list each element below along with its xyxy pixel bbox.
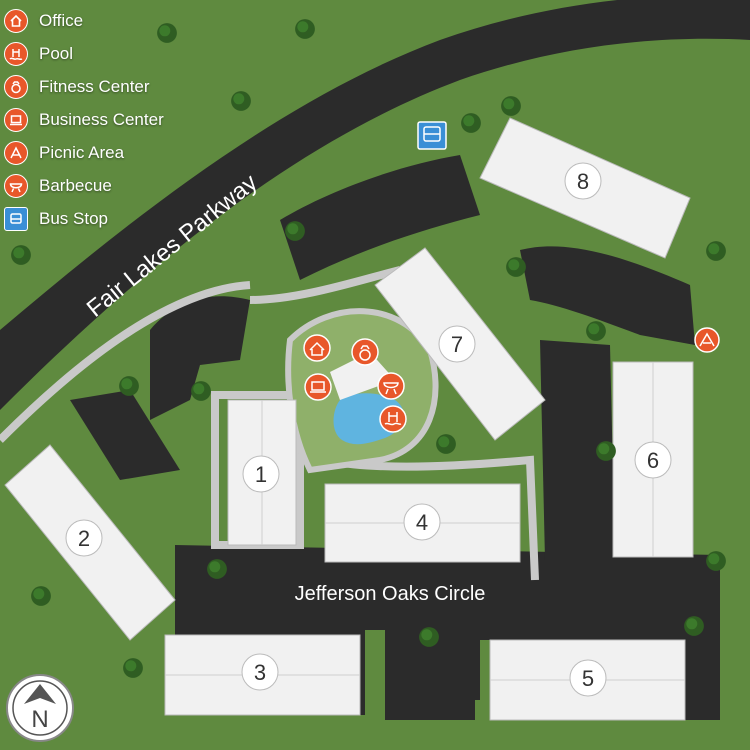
building-3: 3 — [164, 634, 361, 716]
tree — [191, 381, 211, 401]
building-1: 1 — [227, 399, 297, 546]
picnic-icon — [4, 140, 28, 165]
building-5-number: 5 — [582, 666, 594, 691]
barbecue-icon — [4, 173, 28, 198]
tree — [207, 559, 227, 579]
legend-label: Fitness Center — [39, 76, 150, 96]
building-6: 6 — [612, 361, 694, 558]
tree — [31, 586, 51, 606]
picnic-icon[interactable] — [694, 327, 720, 353]
building-2: 2 — [4, 444, 176, 641]
legend-item-pool[interactable]: Pool — [4, 37, 164, 70]
fitness-icon[interactable] — [351, 338, 379, 366]
parking-lot-north — [280, 155, 480, 280]
building-8-number: 8 — [577, 169, 589, 194]
office-icon[interactable] — [303, 334, 331, 362]
fitness-icon — [4, 74, 28, 99]
map-legend: Office Pool Fitness Center Business Cent… — [4, 4, 164, 235]
tree — [119, 376, 139, 396]
building-4: 4 — [324, 483, 521, 563]
building-6-number: 6 — [647, 448, 659, 473]
business-center-icon — [4, 107, 28, 132]
tree — [501, 96, 521, 116]
tree — [123, 658, 143, 678]
legend-label: Office — [39, 10, 84, 30]
legend-label: Pool — [39, 43, 74, 63]
tree — [295, 19, 315, 39]
pool-water — [333, 393, 404, 445]
parking-lot-west — [150, 296, 250, 420]
tree — [436, 434, 456, 454]
legend-item-business-center[interactable]: Business Center — [4, 103, 164, 136]
building-7-number: 7 — [451, 332, 463, 357]
tree — [706, 551, 726, 571]
fair-lakes-parkway-road — [0, 0, 750, 410]
building-1-number: 1 — [255, 462, 267, 487]
legend-item-picnic-area[interactable]: Picnic Area — [4, 136, 164, 169]
clubhouse-building — [330, 352, 395, 400]
sidewalk-building-1 — [211, 391, 304, 549]
legend-label: Business Center — [39, 109, 164, 129]
jefferson-oaks-circle-label: Jefferson Oaks Circle — [295, 583, 486, 605]
compass-label: N — [31, 706, 48, 733]
legend-label: Barbecue — [39, 175, 112, 195]
building-4-number: 4 — [416, 510, 428, 535]
legend-item-office[interactable]: Office — [4, 4, 164, 37]
tree — [596, 441, 616, 461]
legend-item-barbecue[interactable]: Barbecue — [4, 169, 164, 202]
tree — [461, 113, 481, 133]
building-3-number: 3 — [254, 660, 266, 685]
parking-lot-east — [540, 340, 615, 560]
business-center-icon[interactable] — [304, 373, 332, 401]
tree — [506, 257, 526, 277]
tree — [419, 627, 439, 647]
sidewalk-north — [249, 266, 401, 304]
tree — [285, 221, 305, 241]
tree — [684, 616, 704, 636]
office-icon — [4, 8, 28, 33]
parking-lot-southwest — [70, 390, 180, 480]
tree — [586, 321, 606, 341]
barbecue-icon[interactable] — [377, 372, 405, 400]
parking-lot-northeast — [520, 246, 695, 345]
compass-icon: N — [6, 674, 74, 742]
legend-item-fitness-center[interactable]: Fitness Center — [4, 70, 164, 103]
pool-icon — [4, 41, 28, 66]
legend-label: Picnic Area — [39, 142, 125, 162]
building-7: 7 — [374, 247, 546, 441]
pool-icon[interactable] — [379, 405, 407, 433]
legend-label: Bus Stop — [39, 208, 108, 228]
bus-stop-icon[interactable] — [417, 121, 447, 150]
building-8: 8 — [479, 117, 691, 259]
tree — [11, 245, 31, 265]
building-5: 5 — [489, 639, 686, 721]
tree — [706, 241, 726, 261]
legend-item-bus-stop[interactable]: Bus Stop — [4, 202, 164, 235]
building-2-number: 2 — [78, 526, 90, 551]
parking-lot-south — [430, 630, 480, 700]
tree — [231, 91, 251, 111]
bus-stop-icon — [4, 206, 28, 231]
sidewalk-parkway — [0, 281, 251, 443]
